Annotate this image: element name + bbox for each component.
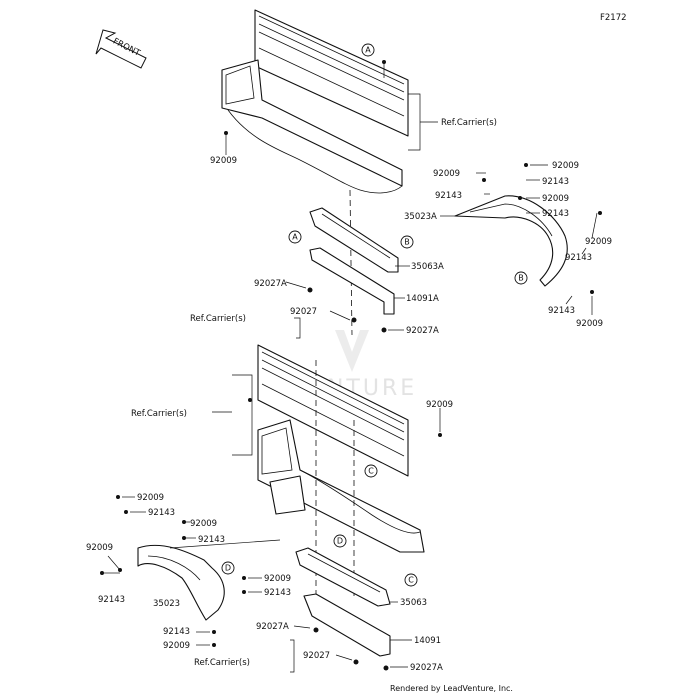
label-92143-l3: 92143 [98,595,125,605]
callout-d-2: D [221,561,235,575]
label-92009-l2: 92009 [137,493,164,503]
callout-b-1: B [400,235,414,249]
label-92009-u2: 92009 [433,169,460,179]
label-92009-l6: 92009 [163,641,190,651]
label-92143-u5: 92143 [548,306,575,316]
callout-c-1: C [364,464,378,478]
label-14091: 14091 [414,636,441,646]
label-92009-l3: 92009 [190,519,217,529]
label-92027a-l2: 92027A [410,663,443,673]
diagram-id: F2172 [600,13,627,23]
label-35023: 35023 [153,599,180,609]
svg-text:D: D [337,537,343,546]
lower-bed-panel [248,344,442,553]
label-92143-u3: 92143 [542,209,569,219]
label-92009-u5: 92009 [585,237,612,247]
label-35063: 35063 [400,598,427,608]
fender-35023a [454,195,568,287]
callout-b-2: B [514,271,528,285]
label-35063a: 35063A [411,262,444,272]
label-92027-l: 92027 [303,651,330,661]
label-92027a-l1: 92027A [256,622,289,632]
label-ref-carrier-u2: Ref.Carrier(s) [190,314,246,324]
upper-center-line [349,189,353,336]
front-arrow-icon: FRONT [95,29,147,69]
label-92027-u: 92027 [290,307,317,317]
lower-leaders [104,374,441,673]
svg-text:C: C [368,467,374,476]
label-92027a-u1: 92027A [254,279,287,289]
upper-fasteners [307,163,602,333]
label-ref-carrier-l1: Ref.Carrier(s) [131,409,187,419]
label-ref-carrier-u1: Ref.Carrier(s) [441,118,497,128]
label-92143-l4: 92143 [264,588,291,598]
label-92009-l4: 92009 [86,543,113,553]
label-14091a: 14091A [406,294,439,304]
upper-bed-panel [221,9,409,194]
svg-text:A: A [365,46,371,55]
label-ref-carrier-l2: Ref.Carrier(s) [194,658,250,668]
guard-14091a [309,247,395,315]
callout-a-upper: A [361,43,375,57]
label-92009-u4: 92009 [542,194,569,204]
label-92143-u1: 92143 [435,191,462,201]
callout-d-1: D [333,534,347,548]
label-92009-l1: 92009 [426,400,453,410]
bracket-35063 [295,547,391,607]
svg-text:A: A [292,233,298,242]
svg-text:B: B [404,238,410,247]
callout-a-lower: A [288,230,302,244]
label-92009-u1: 92009 [210,156,237,166]
credit-text: Rendered by LeadVenture, Inc. [390,684,513,693]
label-35023a: 35023A [404,212,437,222]
bracket-35063a [309,207,399,273]
label-92009-u6: 92009 [576,319,603,329]
label-92143-l5: 92143 [163,627,190,637]
label-92143-u2: 92143 [542,177,569,187]
guard-14091 [303,593,391,657]
label-92009-u3: 92009 [552,161,579,171]
svg-text:B: B [518,274,524,283]
fender-35023 [137,544,225,621]
svg-text:D: D [225,564,231,573]
label-92009-l5: 92009 [264,574,291,584]
label-92027a-u2: 92027A [406,326,439,336]
label-92143-l2: 92143 [198,535,225,545]
label-92143-l1: 92143 [148,508,175,518]
svg-text:C: C [408,576,414,585]
callout-c-2: C [404,573,418,587]
label-92143-u4: 92143 [565,253,592,263]
upper-leaders [225,93,598,339]
